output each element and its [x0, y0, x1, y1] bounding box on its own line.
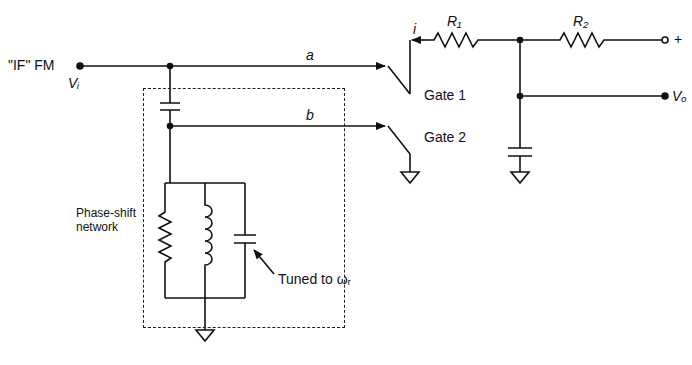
ground-symbol [196, 330, 214, 341]
phase-shift-box: Phase-shift network [143, 88, 345, 328]
resistor-symbol [428, 33, 520, 47]
output-wire [520, 95, 662, 97]
output-terminal [662, 93, 668, 99]
gate-switch [388, 126, 410, 172]
resistor-label: R₂ [573, 14, 588, 28]
current-arrow [412, 39, 428, 41]
resistor-symbol [159, 183, 171, 298]
gate-label: Gate 1 [424, 88, 466, 102]
callout-text: Tuned to ωᵣ [278, 272, 351, 286]
inductor-symbol [205, 183, 212, 298]
output-terminal [662, 37, 668, 43]
gate-switch [388, 40, 410, 94]
wire-name: a [306, 48, 314, 62]
signal-name: Vᵢ [68, 76, 79, 90]
current-label: i [413, 22, 416, 36]
signal-name: "IF" FM [8, 58, 54, 72]
wire-name: b [306, 108, 314, 122]
filter-capacitor [508, 40, 532, 172]
ground-symbol [511, 172, 529, 183]
resistor-label: R₁ [447, 14, 462, 28]
network-label: Phase-shift network [76, 207, 140, 235]
wire-a [80, 65, 385, 67]
tank-rails [165, 183, 245, 330]
signal-name: Vₒ [672, 89, 687, 103]
tank-capacitor [234, 183, 256, 298]
wire-b [170, 125, 385, 127]
terminal-label: + [674, 32, 682, 46]
series-capacitor [160, 66, 180, 183]
resistor-symbol [520, 33, 662, 47]
leader-arrow [254, 250, 274, 274]
gate-label: Gate 2 [424, 130, 466, 144]
ground-symbol [401, 172, 419, 183]
